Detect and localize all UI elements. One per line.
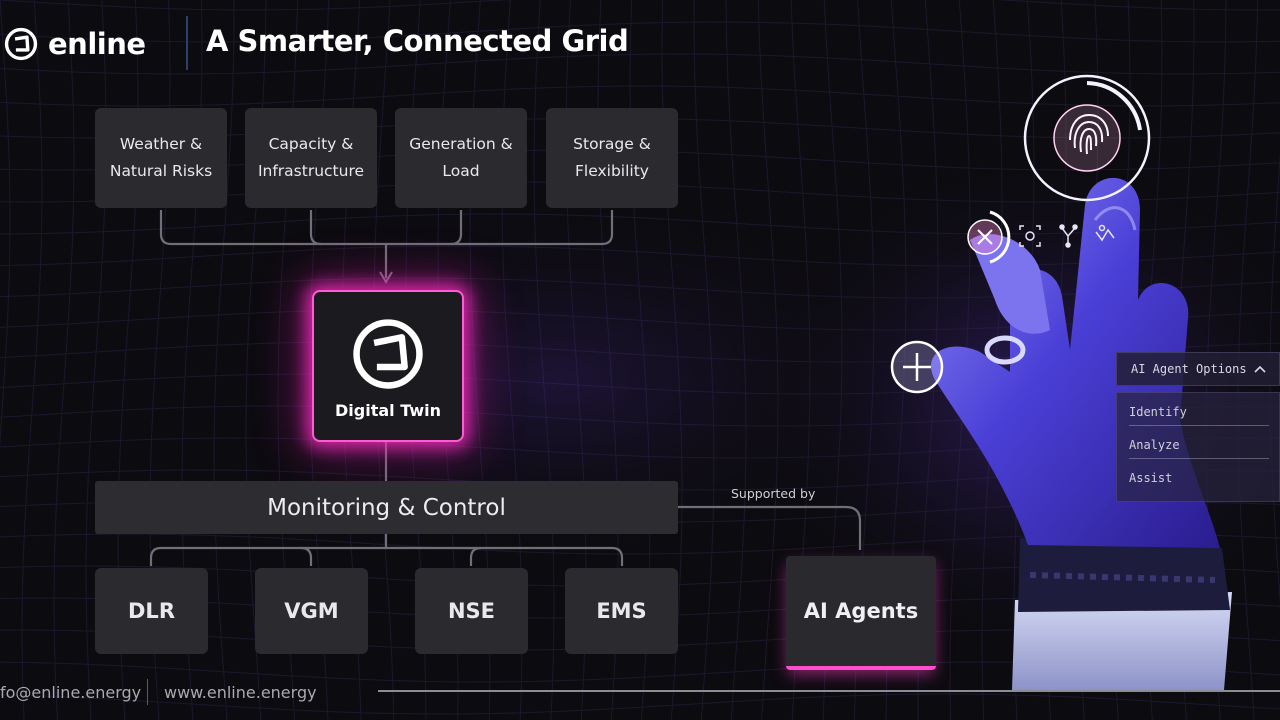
module-nse: NSE: [415, 568, 528, 654]
input-capacity: Capacity & Infrastructure: [245, 108, 377, 208]
module-dlr: DLR: [95, 568, 208, 654]
connector-lines: [149, 210, 862, 566]
footer-rule: [378, 690, 1280, 692]
scan-icon: [1019, 225, 1041, 247]
chevron-up-icon: [1254, 365, 1266, 373]
footer-divider: [147, 679, 148, 705]
digital-twin-node: Digital Twin: [312, 290, 464, 442]
close-icon: [967, 210, 1011, 264]
header-divider: [186, 16, 188, 70]
enline-logo-icon: [4, 27, 38, 61]
agent-options-list: Identify Analyze Assist: [1116, 392, 1280, 502]
input-weather: Weather & Natural Risks: [95, 108, 227, 208]
input-generation: Generation & Load: [395, 108, 527, 208]
ai-agents-node: AI Agents: [786, 556, 936, 670]
network-icon: [1059, 224, 1078, 248]
digital-twin-label: Digital Twin: [334, 400, 441, 420]
brand: enline: [4, 24, 146, 64]
fingerprint-icon: [1023, 74, 1151, 202]
option-identify[interactable]: Identify: [1129, 393, 1269, 426]
footer-email[interactable]: fo@enline.energy: [0, 683, 142, 702]
module-ems: EMS: [565, 568, 678, 654]
plus-icon: [890, 340, 944, 394]
diagnostics-icon: [1095, 224, 1115, 242]
option-assist[interactable]: Assist: [1129, 471, 1173, 485]
agent-options-title: AI Agent Options: [1131, 362, 1247, 376]
monitoring-control-bar: Monitoring & Control: [95, 481, 678, 534]
brand-name: enline: [48, 27, 146, 61]
agent-options-dropdown[interactable]: AI Agent Options: [1116, 352, 1280, 386]
enline-logo-icon: [353, 318, 423, 389]
supported-by-label: Supported by: [731, 486, 816, 501]
input-storage: Storage & Flexibility: [546, 108, 678, 208]
page-title: A Smarter, Connected Grid: [206, 24, 629, 58]
footer-website[interactable]: www.enline.energy: [164, 683, 317, 702]
option-analyze[interactable]: Analyze: [1129, 426, 1269, 459]
module-vgm: VGM: [255, 568, 368, 654]
